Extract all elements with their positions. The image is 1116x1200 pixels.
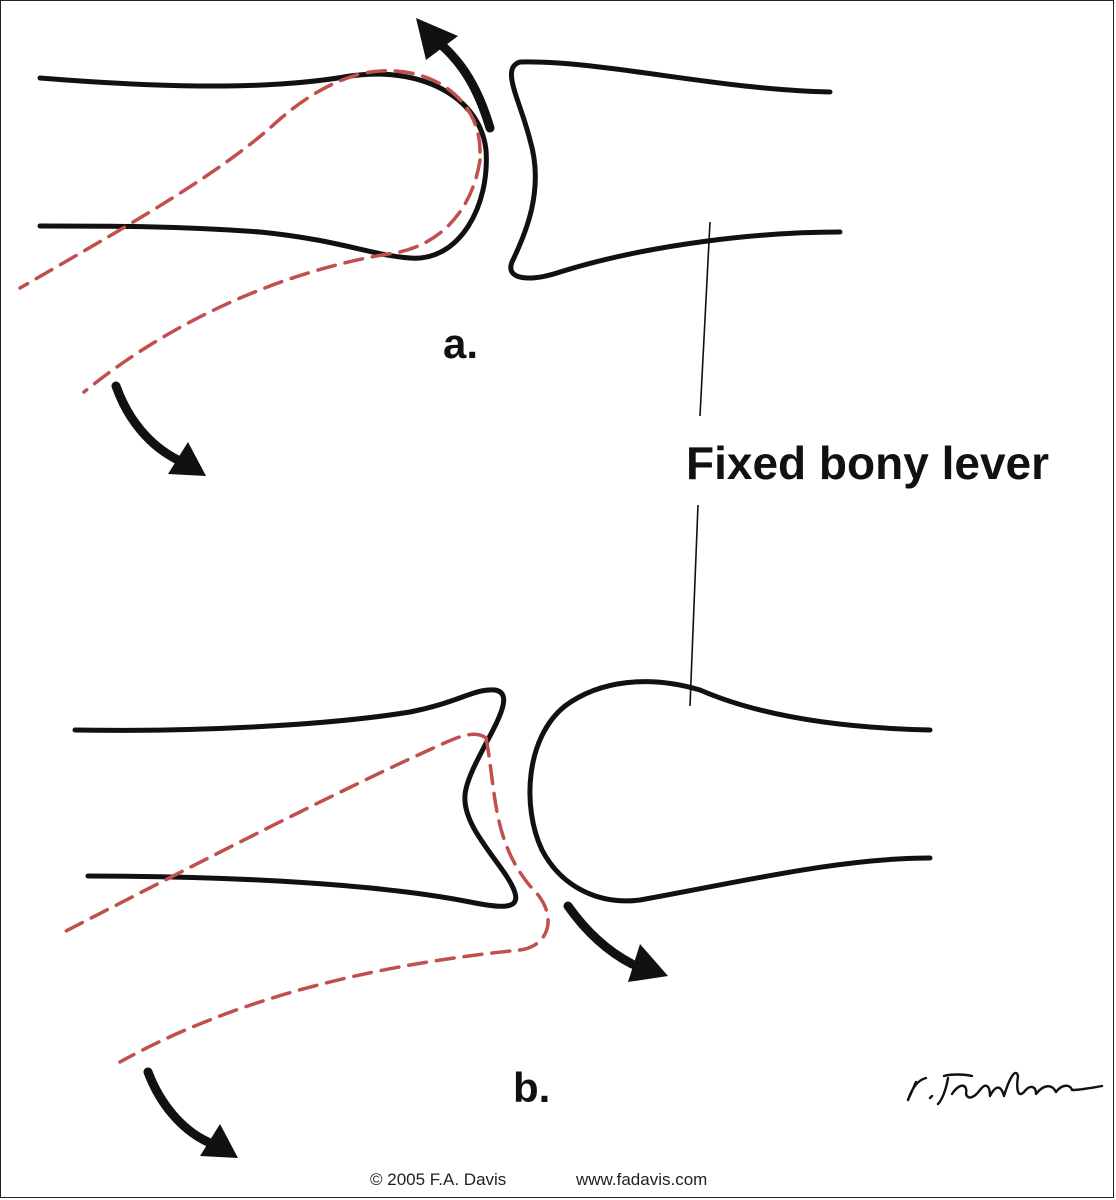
panel-a-fixed-bone (508, 59, 843, 281)
panel-b-label: b. (513, 1064, 551, 1111)
fixed-bony-lever-label: Fixed bony lever (686, 437, 1050, 489)
panel-b-moving-bone (72, 687, 519, 909)
panel-b-fixed-bone (527, 679, 933, 904)
panel-a-moved-position (18, 69, 482, 290)
panel-b-swing-arrow (143, 1067, 238, 1158)
panel-a-moved-position (82, 158, 482, 394)
artist-signature (906, 1071, 1104, 1106)
panel-a-moving-bone (37, 71, 489, 261)
panel-a (18, 18, 843, 476)
panel-b-moved-position (118, 736, 550, 1064)
website-text: www.fadavis.com (576, 1170, 708, 1189)
panel-a-swing-arrow (111, 381, 206, 476)
panel-a-label: a. (443, 320, 479, 367)
panel-b (62, 679, 933, 1158)
panel-a-roll-arrow (416, 18, 495, 133)
panel-b-moved-position (62, 732, 488, 934)
callout-leader-b (689, 504, 699, 707)
callout-leader-a (699, 221, 711, 417)
copyright-text: © 2005 F.A. Davis (370, 1170, 507, 1189)
panel-b-glide-arrow (563, 901, 668, 982)
